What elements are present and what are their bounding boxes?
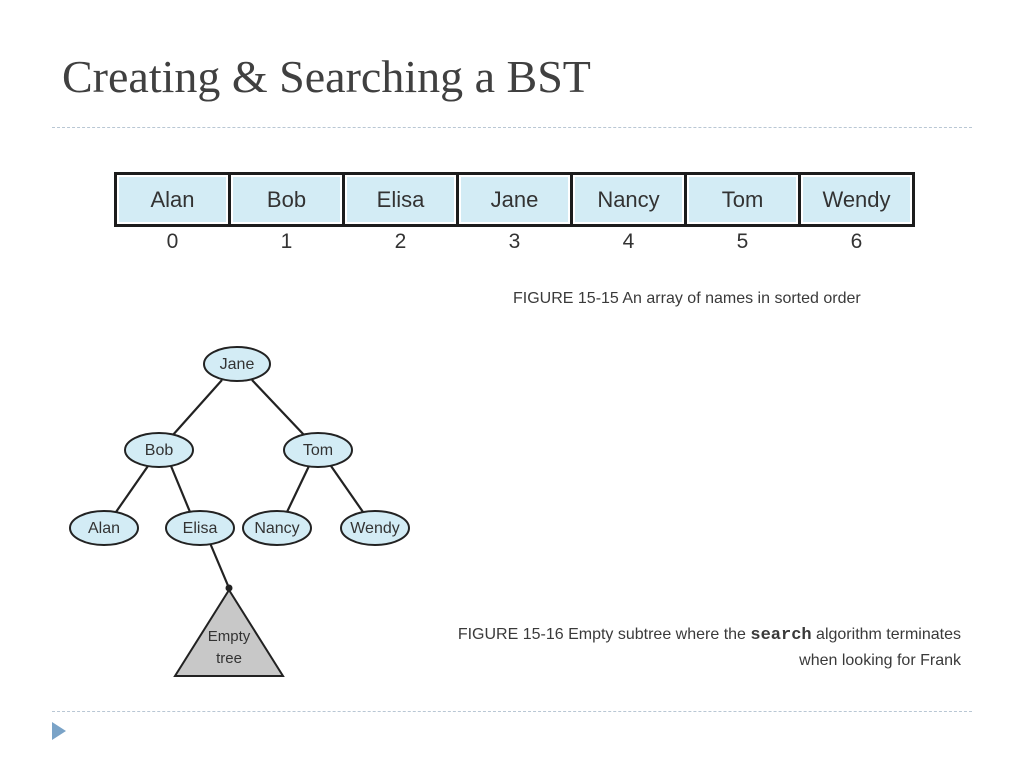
array-cell-1: Bob	[228, 172, 345, 227]
node-elisa	[165, 510, 235, 546]
empty-tree-label-line2: tree	[216, 650, 242, 667]
tree-figure-caption: FIGURE 15-16 Empty subtree where the sea…	[458, 622, 961, 673]
array-cell-6: Wendy	[798, 172, 915, 227]
array-index-3: 3	[508, 230, 521, 253]
node-label-nancy: Nancy	[254, 520, 299, 537]
node-label-bob: Bob	[145, 442, 174, 459]
triangle-right-bullet-icon	[52, 722, 66, 740]
sorted-names-array: Alan Bob Elisa Jane Nancy Tom Wendy 0 1 …	[114, 172, 915, 255]
tree-caption-line2: when looking for Frank	[799, 652, 961, 669]
array-index-6: 6	[850, 230, 863, 253]
slide-title: Creating & Searching a BST	[62, 51, 591, 102]
node-label-jane: Jane	[220, 356, 255, 373]
empty-subtree-root-dot	[225, 584, 233, 592]
array-index-0: 0	[166, 230, 179, 253]
empty-subtree-triangle	[173, 588, 285, 677]
edge-jane-tom	[251, 379, 306, 437]
node-bob	[124, 432, 194, 468]
array-index-row: 0 1 2 3 4 5 6	[116, 226, 914, 256]
array-index-5: 5	[736, 230, 749, 253]
edge-bob-elisa	[169, 465, 192, 513]
tree-caption-text-after: algorithm terminates	[811, 626, 961, 643]
array-figure-caption: FIGURE 15-15 An array of names in sorted…	[513, 290, 861, 307]
edge-elisa-empty	[208, 542, 231, 589]
node-nancy	[242, 510, 312, 546]
array-cell-4: Nancy	[570, 172, 687, 227]
empty-tree-label-line1: Empty	[208, 628, 251, 645]
array-cells-row: Alan Bob Elisa Jane Nancy Tom Wendy	[114, 172, 915, 227]
edge-jane-bob	[171, 379, 223, 437]
array-cell-0: Alan	[114, 172, 231, 227]
array-cell-3: Jane	[456, 172, 573, 227]
array-index-2: 2	[394, 230, 407, 253]
node-alan	[69, 510, 139, 546]
node-label-tom: Tom	[303, 442, 333, 459]
tree-caption-text-before: FIGURE 15-16 Empty subtree where the	[457, 626, 751, 643]
footer-divider	[52, 711, 972, 712]
edge-tom-wendy	[330, 465, 364, 513]
array-index-1: 1	[280, 230, 293, 253]
node-label-wendy: Wendy	[350, 520, 400, 537]
node-jane	[203, 346, 271, 382]
array-cell-2: Elisa	[342, 172, 459, 227]
node-label-elisa: Elisa	[183, 520, 218, 537]
array-cell-5: Tom	[684, 172, 801, 227]
node-label-alan: Alan	[88, 520, 120, 537]
node-tom	[283, 432, 353, 468]
tree-caption-code: search	[750, 626, 812, 645]
title-divider	[52, 127, 972, 128]
edge-bob-alan	[115, 465, 149, 513]
array-index-4: 4	[622, 230, 635, 253]
node-wendy	[340, 510, 410, 546]
edge-tom-nancy	[286, 465, 310, 513]
